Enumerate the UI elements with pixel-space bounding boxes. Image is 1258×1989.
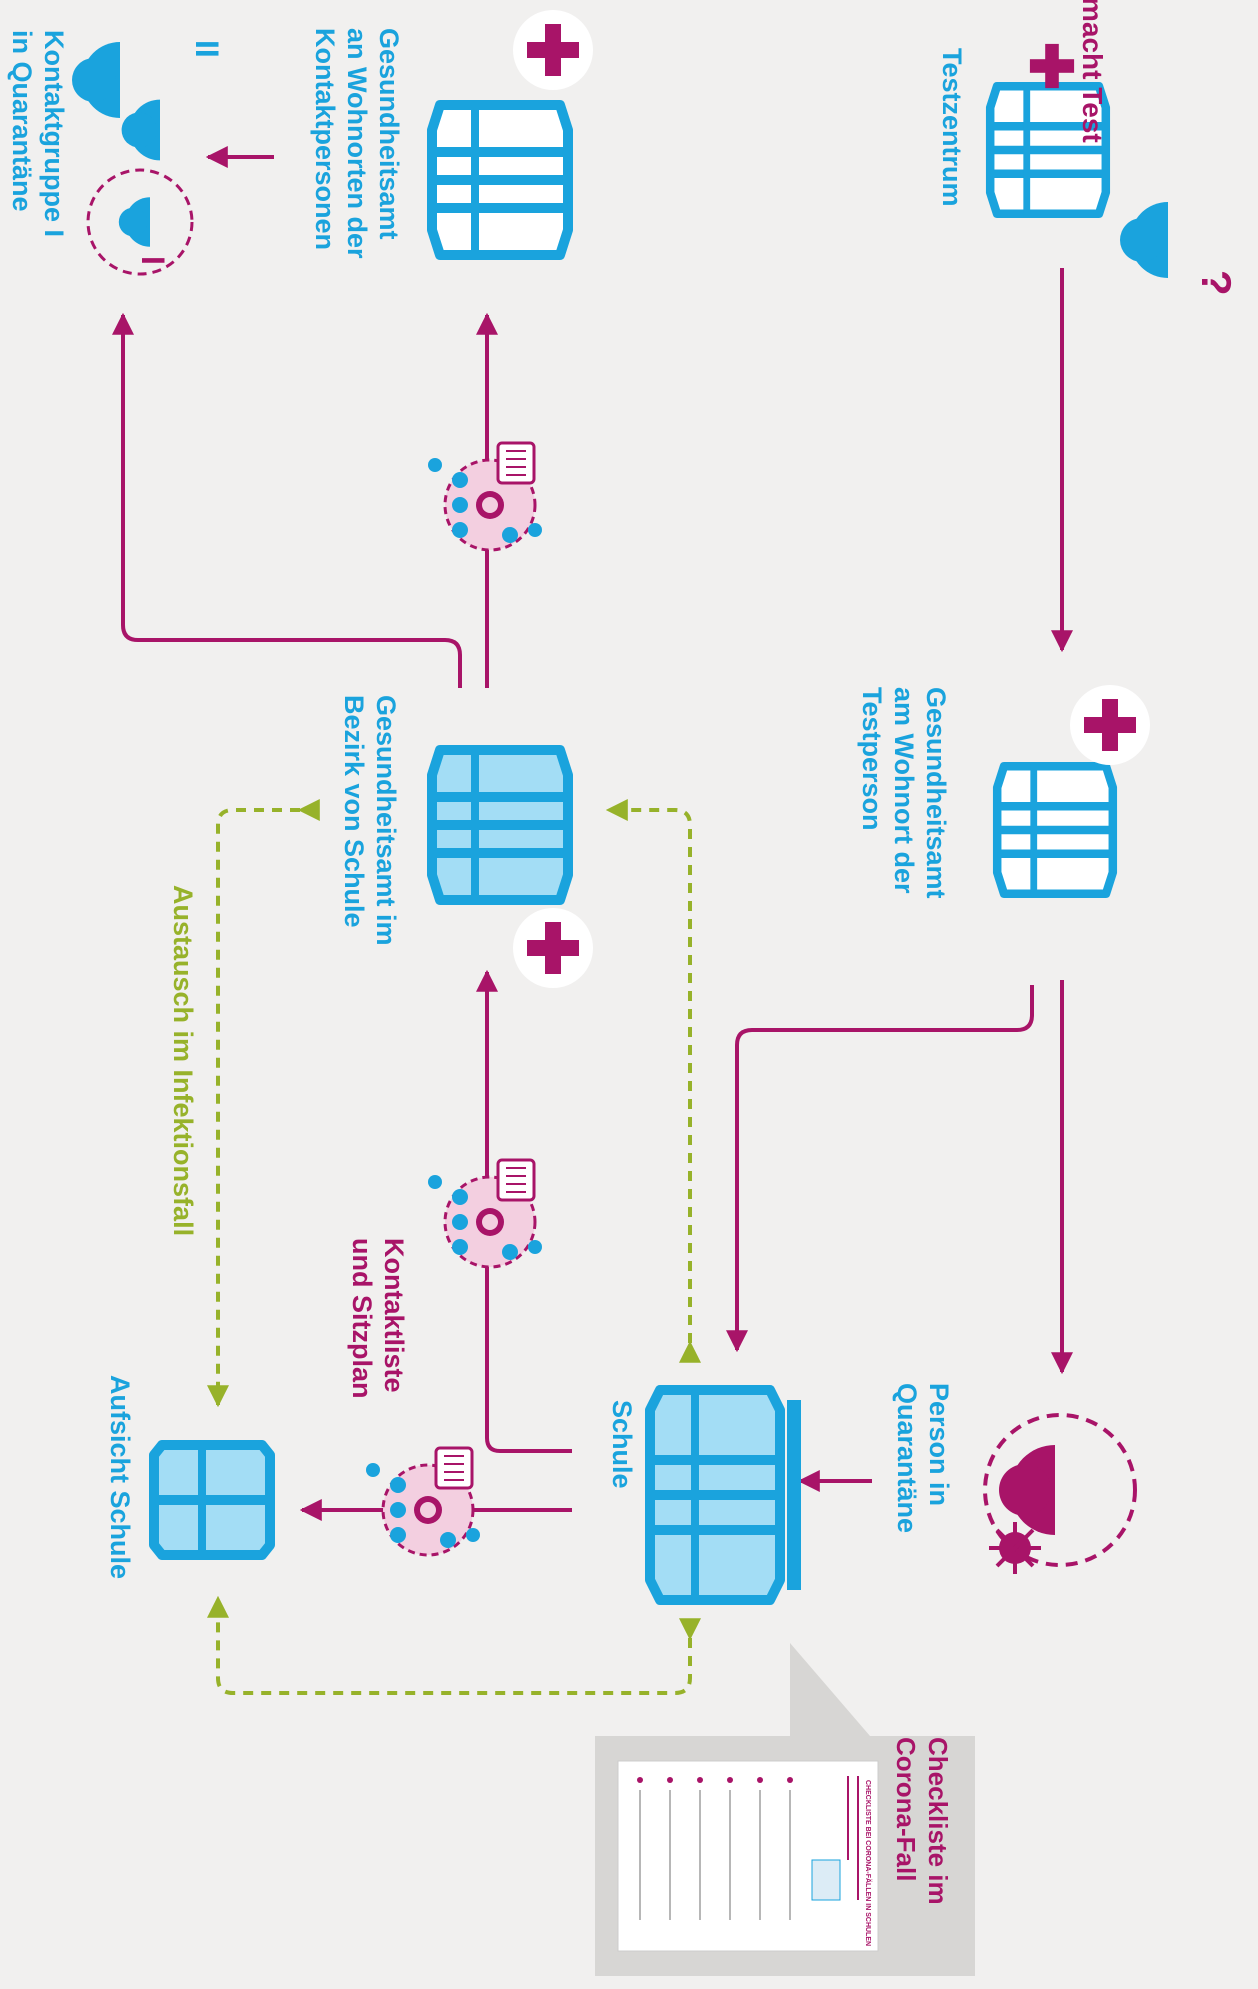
- quarantined-person-virus-icon: [983, 1413, 1137, 1574]
- school-supervision-label: Aufsicht Schule: [105, 1375, 135, 1580]
- badge-group-ii: II: [189, 40, 225, 58]
- virus-icon: [989, 1522, 1041, 1574]
- badge-group-i: I: [135, 256, 171, 265]
- school-label: Schule: [607, 1400, 637, 1489]
- cross-badge-icon: [513, 10, 593, 90]
- supervision-building-icon: [149, 1440, 275, 1560]
- test-center-label: Testzentrum: [937, 48, 967, 207]
- checklist-document-rows: [639, 1790, 791, 1920]
- cross-badge-icon: [1070, 685, 1150, 765]
- contact-list-icon: [426, 441, 544, 552]
- school-building-icon: [645, 1385, 801, 1605]
- checklist-document-lines: [847, 1776, 859, 1900]
- checklist-panel: CHECKLISTE BEI CORONA-FÄLLEN IN SCHULEN: [595, 1643, 975, 1976]
- contact-list-icon: [426, 1158, 544, 1269]
- exchange-label: Austausch im Infektionsfall: [168, 885, 198, 1237]
- svg-text:?: ?: [1193, 270, 1240, 296]
- health-office-residence-label: Gesundheitsamt am Wohnort der Testperson: [857, 687, 951, 899]
- contact-group-icon: II I: [72, 40, 225, 276]
- cross-badge-icon: [513, 908, 593, 988]
- health-office-contacts-label: Gesundheitsamt an Wohnorten der Kontaktp…: [310, 28, 404, 259]
- health-office-residence-building-icon: [997, 766, 1113, 894]
- arrow-district-office-to-contact-group: [112, 312, 462, 688]
- cross-badge-icon: [1029, 43, 1075, 89]
- arrow-health-office-to-school: [726, 985, 1034, 1353]
- health-office-district-label: Gesundheitsamt im Bezirk von Schule: [339, 695, 401, 946]
- checklist-document-title: CHECKLISTE BEI CORONA-FÄLLEN IN SCHULEN: [864, 1780, 872, 1946]
- checklist-document-thumbnail[interactable]: [617, 1760, 879, 1952]
- arrow-school-to-district-office: [476, 969, 572, 1453]
- checklist-logo: [811, 1859, 841, 1901]
- exchange-arrow-school-supervision: [207, 1595, 701, 1695]
- contact-list-icon: [364, 1446, 482, 1557]
- checklist-bullets: [637, 1777, 793, 1783]
- person-quarantine-label: Person in Quarantäne: [892, 1383, 954, 1534]
- exchange-arrow-district-supervision: [207, 799, 320, 1408]
- contact-list-label: Kontaktliste und Sitzplan: [347, 1238, 409, 1399]
- health-office-contacts-building-icon: [432, 105, 568, 255]
- person-question-icon: ?: [1120, 202, 1240, 296]
- test-person-label: macht Test: [1077, 0, 1108, 143]
- contact-group-label: Kontaktgruppe I in Quarantäne: [7, 30, 69, 237]
- exchange-arrow-school-district: [605, 799, 701, 1363]
- checklist-title: Checkliste im Corona-Fall: [891, 1737, 953, 1905]
- health-office-district-building-icon: [432, 750, 568, 900]
